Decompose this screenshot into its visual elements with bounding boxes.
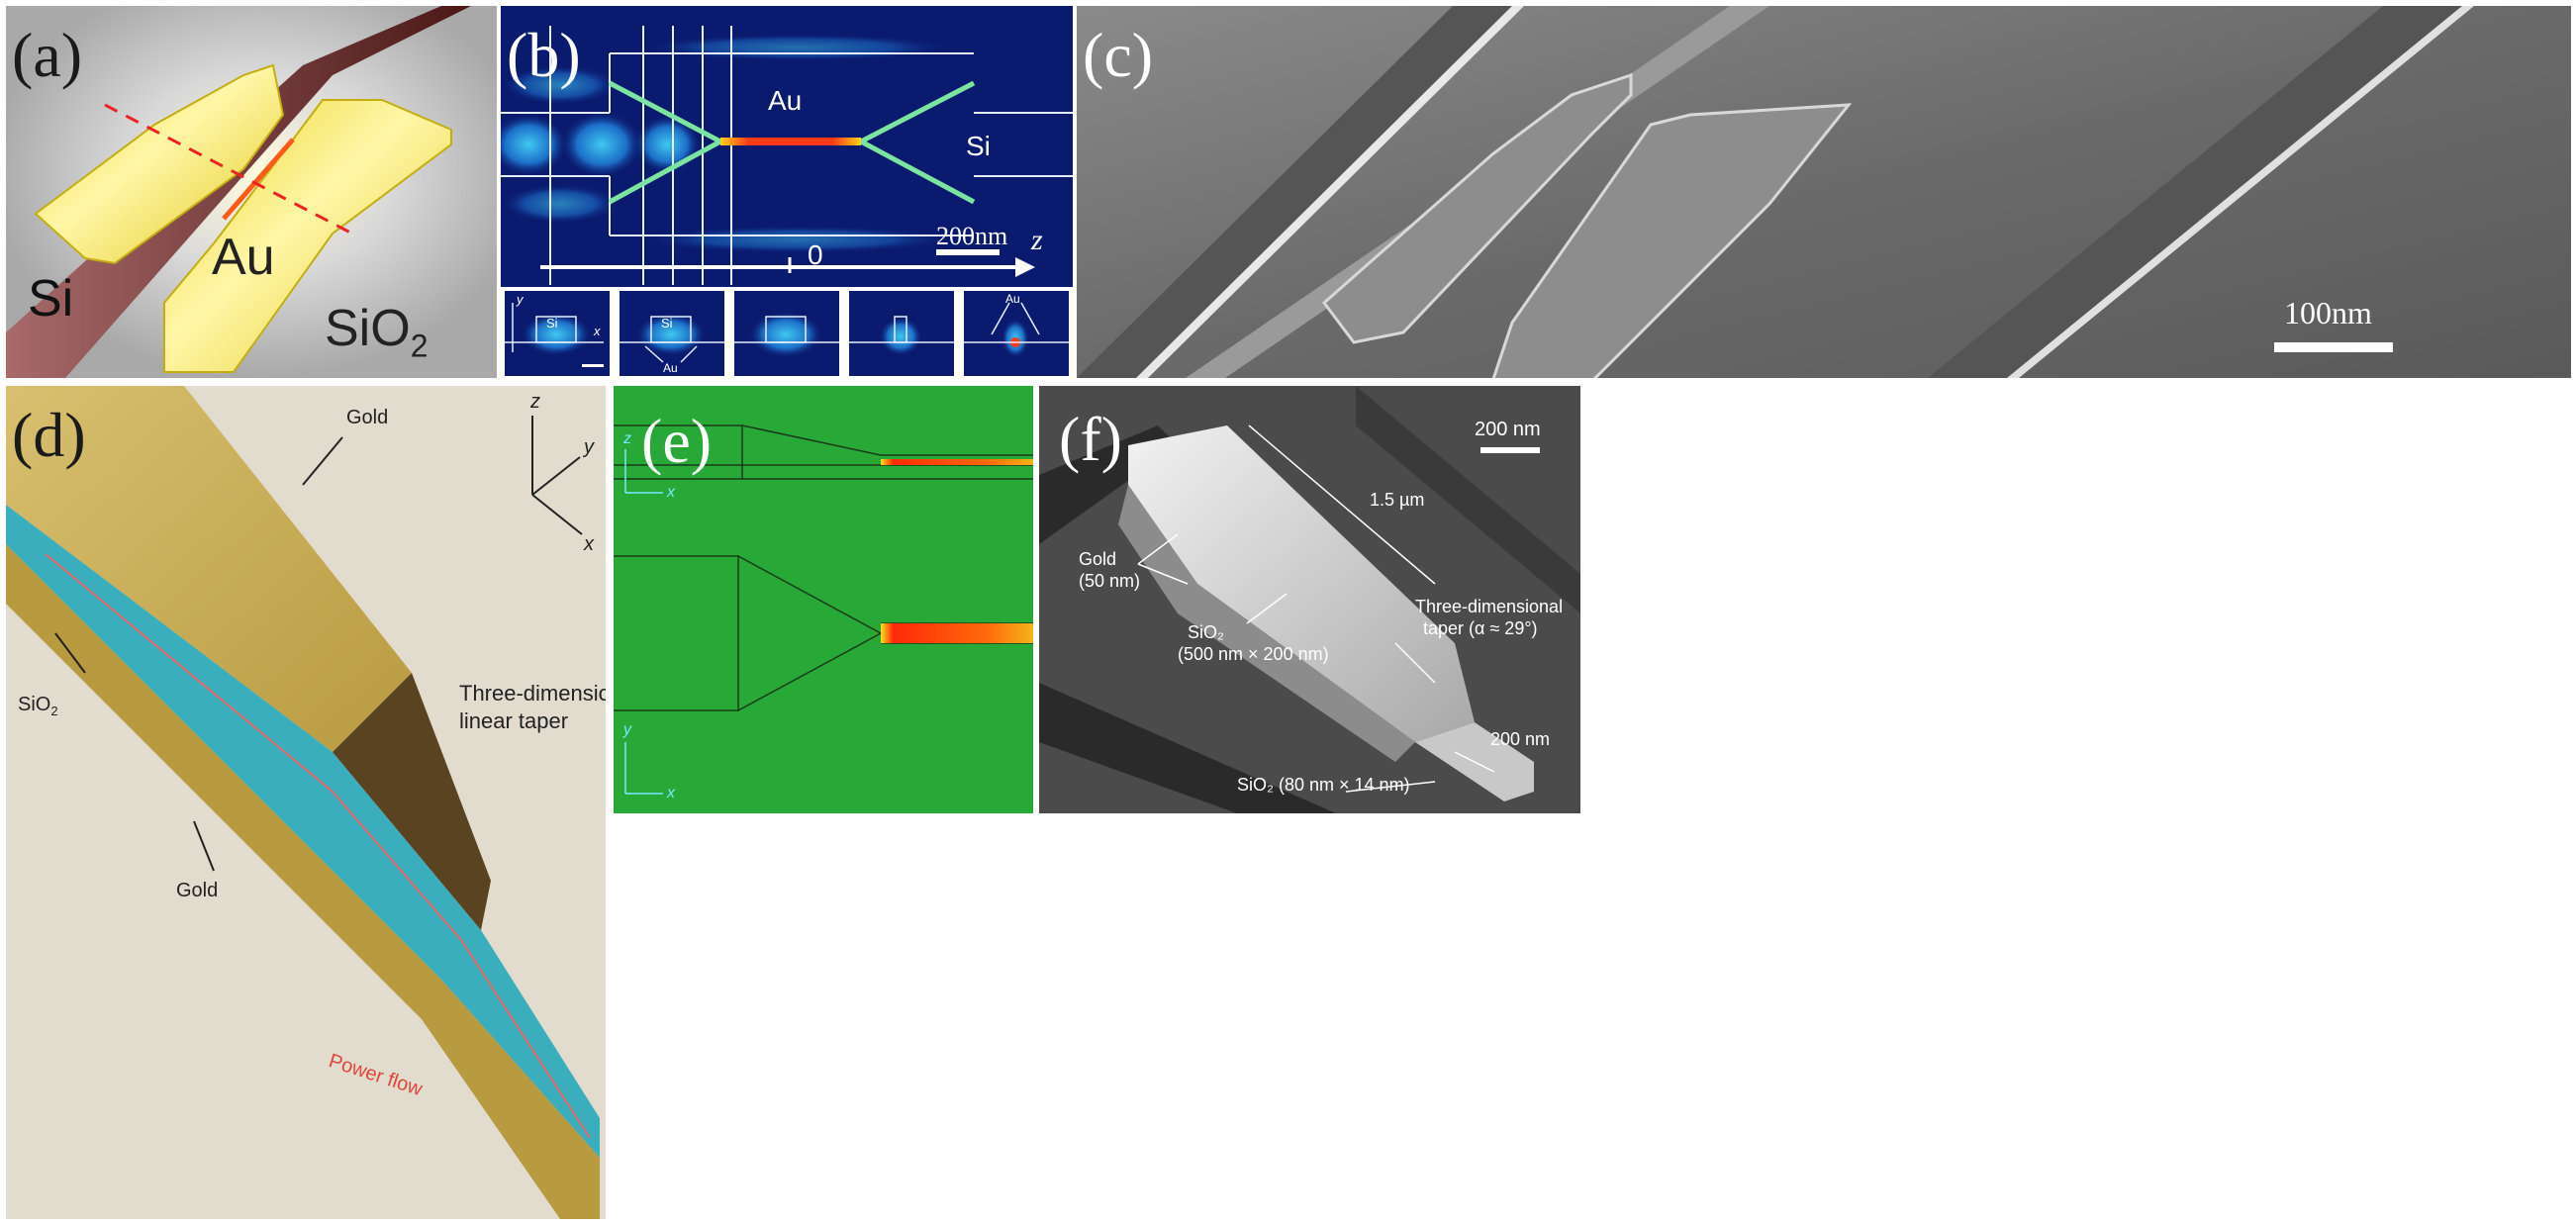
panel-b-inset-x: x (594, 324, 601, 338)
panel-f-gold-line1: Gold (1079, 549, 1117, 569)
panel-f-taper-line2: taper (α ≈ 29°) (1423, 618, 1538, 638)
panel-a-sio2-base: SiO (325, 300, 411, 357)
panel-c-label: (c) (1083, 20, 1154, 90)
panel-e: (e) z x y x (614, 386, 1033, 813)
panel-c-sem-image (1077, 6, 2571, 378)
panel-a-si-label: Si (28, 270, 74, 328)
panel-a-sio2-label: SiO2 (325, 303, 428, 361)
panel-b-label: (b) (507, 20, 581, 90)
panel-f-label: (f) (1059, 404, 1122, 474)
panel-e-axis-y: y (623, 721, 631, 738)
panel-f-width: 200 nm (1490, 729, 1551, 749)
panel-e-label: (e) (641, 406, 713, 476)
panel-e-field-map (614, 424, 1033, 795)
panel-d-sio2: SiO2 (18, 695, 58, 717)
panel-b-inset-si-2: Si (661, 316, 673, 330)
panel-f-sio2-line1: SiO₂ (1188, 622, 1224, 642)
panel-d-taper-line2: linear taper (459, 708, 569, 733)
panel-d-gold-top: Gold (346, 407, 389, 428)
panel-c-scale-label: 100nm (2284, 295, 2372, 330)
panel-b-au-label: Au (768, 85, 803, 116)
panel-d-gold-bottom: Gold (176, 880, 219, 901)
panel-d-label: (d) (12, 400, 86, 470)
panel-a-au-label: Au (212, 229, 275, 286)
panel-f-sio2-line2: (500 nm × 200 nm) (1178, 644, 1329, 664)
panel-a-label: (a) (12, 20, 83, 90)
panel-f-scale: 200 nm (1475, 419, 1541, 440)
panel-b-zero: 0 (808, 239, 823, 270)
panel-b-inset-au-1: Au (663, 361, 678, 375)
panel-f-tip: SiO₂ (80 nm × 14 nm) (1237, 775, 1410, 795)
panel-d-illustration (6, 386, 600, 1219)
panel-f-length: 1.5 µm (1370, 490, 1425, 510)
panel-d-axis-x: x (584, 533, 594, 555)
panel-b-axis-z: z (1031, 224, 1043, 256)
panel-d-axis-y: y (584, 436, 594, 458)
panel-d-sio2-sub: 2 (50, 704, 58, 718)
panel-a: (a) Au Si SiO2 (6, 6, 497, 378)
panel-e-axis-z: z (623, 430, 631, 447)
panel-d: (d) Gold SiO2 Gold Three-dimensional lin… (6, 386, 606, 1219)
panel-b-si-label: Si (966, 131, 991, 161)
panel-e-axis-x-top: x (667, 484, 675, 501)
panel-d-axis-z: z (530, 391, 540, 413)
panel-d-taper-line1: Three-dimensional (459, 681, 606, 706)
panel-f-taper-line1: Three-dimensional (1415, 597, 1564, 616)
panel-b-inset-si-1: Si (546, 316, 558, 330)
panel-a-illustration (6, 6, 497, 378)
panel-b-scale-label: 200nm (936, 222, 1008, 250)
panel-f-gold-line2: (50 nm) (1079, 571, 1141, 591)
panel-d-sio2-base: SiO (18, 694, 51, 715)
panel-e-axis-x-bottom: x (667, 785, 675, 801)
panel-f-sem-image (1039, 386, 1580, 813)
panel-a-sio2-sub: 2 (410, 328, 429, 364)
panel-b: (b) Au Si 200nm z 0 y x Si Si Au Au (501, 6, 1073, 378)
panel-c: (c) 100nm (1077, 6, 2571, 378)
panel-b-inset-y: y (517, 292, 524, 307)
panel-b-inset-au-2: Au (1005, 292, 1020, 306)
panel-f: (f) 200 nm 1.5 µm Gold (50 nm) SiO₂ (500… (1039, 386, 1580, 813)
panel-b-field-map (501, 6, 1073, 378)
